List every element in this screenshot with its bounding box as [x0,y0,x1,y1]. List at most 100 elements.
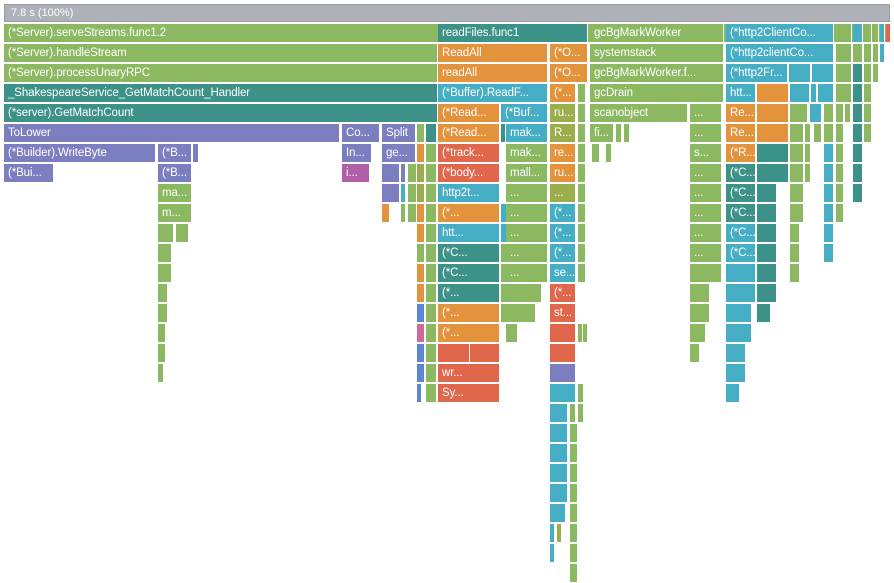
flame-frame-unlabeled[interactable] [864,24,872,43]
flame-frame-unlabeled[interactable] [845,104,851,123]
flame-frame-unlabeled[interactable] [426,324,437,343]
flame-frame-unlabeled[interactable] [550,404,568,423]
flame-frame[interactable]: wr... [438,364,500,383]
flame-frame-unlabeled[interactable] [408,184,417,203]
flame-frame-unlabeled[interactable] [426,304,437,323]
flame-frame-unlabeled[interactable] [382,164,400,183]
flame-frame-unlabeled[interactable] [578,104,586,123]
flame-frame-unlabeled[interactable] [864,64,872,83]
flame-frame[interactable]: (*body... [438,164,500,183]
flame-frame-unlabeled[interactable] [583,324,588,343]
flame-frame-unlabeled[interactable] [158,304,168,323]
flame-frame-unlabeled[interactable] [401,164,406,183]
flame-frame[interactable]: (*http2clientCo... [726,44,834,63]
flame-frame[interactable]: (*... [438,204,500,223]
flame-frame-unlabeled[interactable] [824,244,834,263]
flame-frame-unlabeled[interactable] [757,244,777,263]
flame-frame-unlabeled[interactable] [824,204,834,223]
flame-frame-unlabeled[interactable] [501,124,506,143]
flame-frame-unlabeled[interactable] [550,384,576,403]
flame-frame-unlabeled[interactable] [550,484,568,503]
flame-frame-unlabeled[interactable] [506,284,542,303]
flame-frame-unlabeled[interactable] [578,144,586,163]
flame-frame[interactable]: ... [690,124,722,143]
flame-frame-unlabeled[interactable] [757,144,789,163]
flame-frame[interactable]: ... [690,244,722,263]
flame-frame-unlabeled[interactable] [757,124,789,143]
flame-frame-unlabeled[interactable] [836,64,852,83]
flame-frame-unlabeled[interactable] [382,184,400,203]
flame-frame-unlabeled[interactable] [810,104,822,123]
flame-frame[interactable]: ma... [158,184,192,203]
flame-frame[interactable]: Co... [342,124,380,143]
flame-frame[interactable]: (*B... [158,144,192,163]
flame-frame-unlabeled[interactable] [836,184,844,203]
flame-frame-unlabeled[interactable] [853,124,863,143]
flame-frame-unlabeled[interactable] [578,204,586,223]
flame-frame-unlabeled[interactable] [824,124,834,143]
flame-frame[interactable]: m... [158,204,192,223]
flame-frame[interactable]: (*C... [438,244,500,263]
flame-frame-unlabeled[interactable] [690,344,700,363]
flame-frame-unlabeled[interactable] [440,344,470,363]
flame-frame-unlabeled[interactable] [726,264,756,283]
flame-frame[interactable]: (*Buffer).ReadF... [438,84,548,103]
flame-frame[interactable]: se... [550,264,576,283]
flame-frame-unlabeled[interactable] [417,264,425,283]
flame-frame[interactable]: (*C... [726,224,756,243]
flame-frame-unlabeled[interactable] [824,144,834,163]
flame-frame-unlabeled[interactable] [417,324,425,343]
flame-frame-unlabeled[interactable] [836,44,852,63]
flame-frame[interactable]: ru... [550,104,576,123]
flame-frame-unlabeled[interactable] [757,284,777,303]
flame-frame[interactable]: (*B... [158,164,192,183]
flame-frame[interactable]: ... [690,164,722,183]
flame-frame[interactable]: ... [690,224,722,243]
flame-frame-unlabeled[interactable] [726,284,756,303]
flame-frame[interactable]: fi... [590,124,614,143]
flame-frame-unlabeled[interactable] [550,464,568,483]
flame-frame-unlabeled[interactable] [158,324,166,343]
flame-frame[interactable]: (*http2ClientCo... [726,24,834,43]
flame-frame-unlabeled[interactable] [790,244,800,263]
flame-frame-unlabeled[interactable] [570,564,578,583]
flame-frame[interactable]: Re... [726,124,756,143]
flame-frame-unlabeled[interactable] [873,44,879,63]
flame-frame[interactable]: (*Read... [438,124,500,143]
flame-frame[interactable]: st... [550,304,576,323]
flame-frame-unlabeled[interactable] [578,264,586,283]
flame-frame-unlabeled[interactable] [506,304,536,323]
flame-frame-unlabeled[interactable] [853,184,863,203]
flame-frame-unlabeled[interactable] [836,204,844,223]
flame-frame[interactable]: (*... [550,84,576,103]
flame-frame[interactable]: htt... [726,84,756,103]
flame-frame-unlabeled[interactable] [417,204,425,223]
flame-frame-unlabeled[interactable] [811,84,817,103]
flame-frame-unlabeled[interactable] [790,164,804,183]
flame-frame-unlabeled[interactable] [690,324,706,343]
flame-frame[interactable]: (*O... [550,44,588,63]
flame-frame-unlabeled[interactable] [690,284,710,303]
flame-frame[interactable]: (*http2Fr... [726,64,788,83]
flame-frame-unlabeled[interactable] [726,384,740,403]
flame-frame-unlabeled[interactable] [426,184,437,203]
flame-frame[interactable]: gcBgMarkWorker.f... [590,64,724,83]
flame-frame-unlabeled[interactable] [578,224,586,243]
flame-frame-unlabeled[interactable] [853,64,863,83]
flame-frame[interactable]: (*Server).handleStream [4,44,438,63]
flame-frame-unlabeled[interactable] [790,204,804,223]
flame-frame[interactable]: ... [506,184,548,203]
flame-frame[interactable]: (*... [438,284,500,303]
flame-frame-unlabeled[interactable] [417,284,425,303]
flame-frame-unlabeled[interactable] [570,484,578,503]
flame-frame[interactable]: re... [550,144,576,163]
flame-frame-unlabeled[interactable] [864,44,872,63]
flame-frame-unlabeled[interactable] [886,24,891,43]
flame-frame-unlabeled[interactable] [853,104,863,123]
flame-frame-unlabeled[interactable] [417,124,425,143]
flame-frame-unlabeled[interactable] [836,104,844,123]
flame-frame-unlabeled[interactable] [824,184,834,203]
flame-frame-unlabeled[interactable] [690,304,710,323]
flame-frame[interactable]: (*Builder).WriteByte [4,144,156,163]
flame-frame-unlabeled[interactable] [550,544,555,563]
